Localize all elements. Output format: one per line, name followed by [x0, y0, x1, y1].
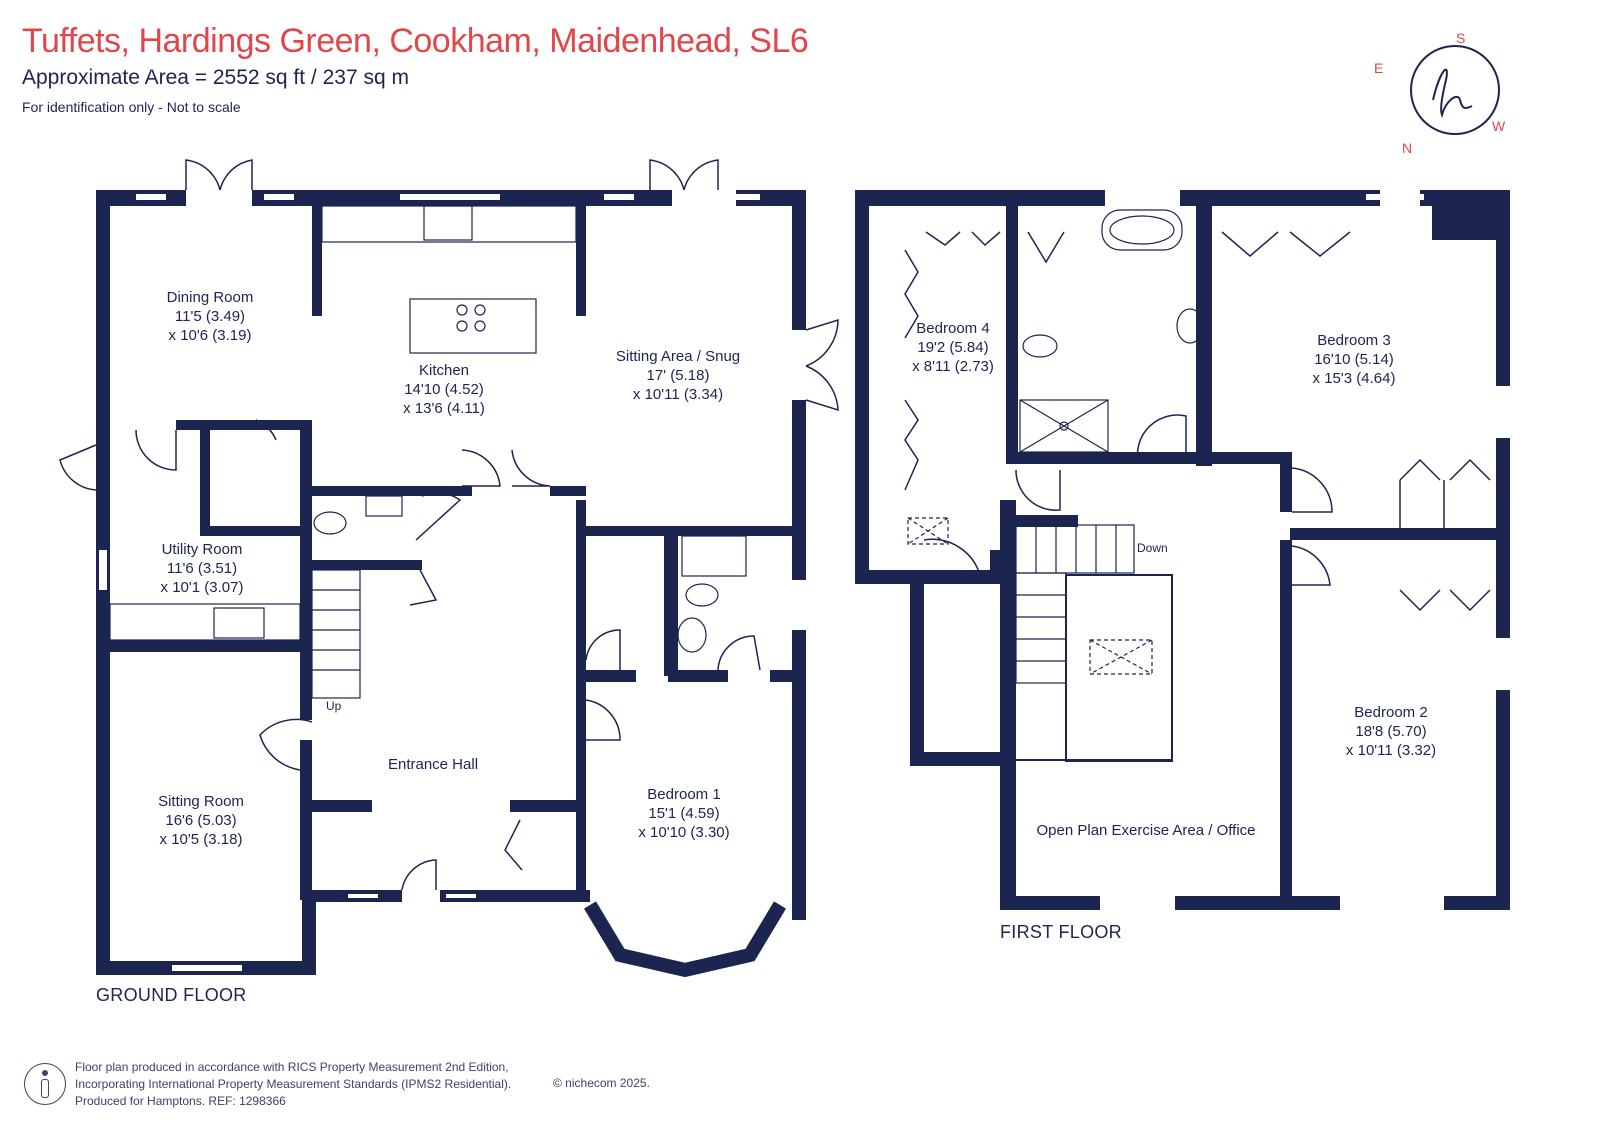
room-dimension: 16'10 (5.14) — [1314, 351, 1394, 368]
room-dimension: x 15'3 (4.64) — [1312, 370, 1396, 387]
first-floor-fixtures — [907, 209, 1204, 762]
room-bedroom-4: Bedroom 4 19'2 (5.84) x 8'11 (2.73) — [912, 319, 994, 376]
room-sitting: Sitting Room 16'6 (5.03) x 10'5 (3.18) — [158, 792, 244, 849]
ground-floor-fixtures — [109, 205, 747, 699]
copyright-text: © nichecom 2025. — [553, 1076, 650, 1090]
room-dimension: 19'2 (5.84) — [917, 339, 989, 356]
room-dimension: x 10'11 (3.32) — [1345, 742, 1437, 759]
room-entrance-hall: Entrance Hall — [388, 755, 478, 774]
room-name: Bedroom 4 — [916, 320, 990, 337]
first-floor-label: FIRST FLOOR — [1000, 922, 1122, 942]
ground-floor-walls — [96, 190, 806, 975]
room-dimension: x 10'1 (3.07) — [160, 579, 244, 596]
room-dimension: x 10'5 (3.18) — [159, 831, 243, 848]
room-name: Entrance Hall — [387, 756, 479, 773]
room-utility: Utility Room 11'6 (3.51) x 10'1 (3.07) — [161, 540, 244, 597]
room-name: Bedroom 2 — [1354, 704, 1428, 721]
compass-letter-s: S — [1456, 30, 1466, 46]
identification-note: For identification only - Not to scale — [22, 99, 241, 115]
ground-floor-label: GROUND FLOOR — [96, 985, 247, 1005]
room-dining: Dining Room 11'5 (3.49) x 10'6 (3.19) — [167, 288, 254, 345]
room-name: Bedroom 1 — [647, 786, 721, 803]
room-dimension: x 10'11 (3.34) — [632, 386, 724, 403]
room-dimension: 15'1 (4.59) — [648, 805, 720, 822]
compass-letter-e: E — [1374, 60, 1384, 76]
room-bedroom-1: Bedroom 1 15'1 (4.59) x 10'10 (3.30) — [638, 785, 729, 842]
room-dimension: x 13'6 (4.11) — [403, 400, 485, 417]
room-dimension: 11'6 (3.51) — [166, 560, 238, 577]
footer-line: Incorporating International Property Mea… — [75, 1077, 512, 1091]
room-name: Utility Room — [161, 541, 243, 558]
compass-ring-icon — [1410, 45, 1500, 135]
compass-logo: S W N E — [1374, 30, 1530, 160]
room-dimension: 18'8 (5.70) — [1355, 723, 1427, 740]
room-name: Sitting Area / Snug — [615, 348, 741, 365]
compass-letter-n: N — [1402, 140, 1413, 156]
room-name: Sitting Room — [158, 793, 244, 810]
room-name: Kitchen — [418, 362, 470, 379]
room-name: Bedroom 3 — [1317, 332, 1391, 349]
footer-disclaimer: Floor plan produced in accordance with R… — [75, 1059, 511, 1110]
footer-line: Floor plan produced in accordance with R… — [75, 1060, 509, 1074]
room-dimension: 11'5 (3.49) — [174, 308, 246, 325]
first-floor-windows — [1100, 194, 1506, 906]
room-dimension: x 10'6 (3.19) — [168, 327, 252, 344]
room-bedroom-2: Bedroom 2 18'8 (5.70) x 10'11 (3.32) — [1346, 703, 1436, 760]
first-floor-walls — [855, 190, 1510, 910]
room-dimension: 16'6 (5.03) — [165, 812, 237, 829]
room-bedroom-3: Bedroom 3 16'10 (5.14) x 15'3 (4.64) — [1313, 331, 1396, 388]
room-dimension: 14'10 (4.52) — [404, 381, 484, 398]
room-dimension: 17' (5.18) — [646, 367, 710, 384]
room-dimension: x 10'10 (3.30) — [638, 824, 730, 841]
room-kitchen: Kitchen 14'10 (4.52) x 13'6 (4.11) — [403, 361, 485, 418]
room-dimension: x 8'11 (2.73) — [912, 358, 994, 375]
room-open-plan-office: Open Plan Exercise Area / Office — [1036, 821, 1255, 840]
first-floor-doors — [904, 231, 1491, 612]
stairs-up-label: Up — [326, 699, 342, 713]
footer-line: Produced for Hamptons. REF: 1298366 — [75, 1094, 286, 1108]
ground-floor-doors — [59, 159, 839, 891]
room-snug: Sitting Area / Snug 17' (5.18) x 10'11 (… — [616, 347, 740, 404]
room-name: Open Plan Exercise Area / Office — [1036, 822, 1256, 839]
approximate-area: Approximate Area = 2552 sq ft / 237 sq m — [22, 66, 409, 89]
ground-floor-windows — [99, 194, 802, 971]
property-title: Tuffets, Hardings Green, Cookham, Maiden… — [22, 22, 809, 60]
info-person-icon — [24, 1063, 66, 1105]
compass-letter-w: W — [1492, 118, 1506, 134]
room-name: Dining Room — [166, 289, 254, 306]
stairs-down-label: Down — [1137, 541, 1168, 555]
